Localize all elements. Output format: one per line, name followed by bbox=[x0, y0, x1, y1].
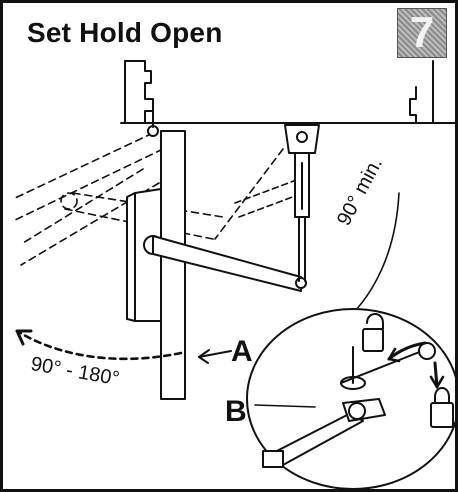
label-a: A bbox=[231, 335, 253, 368]
closer-ghost bbox=[234, 178, 304, 218]
hold-open-diagram bbox=[12, 60, 455, 489]
label-b: B bbox=[225, 395, 247, 428]
step-number-badge: 7 bbox=[397, 8, 447, 58]
padlock-icon-unlocked bbox=[362, 313, 384, 352]
padlock-icon-locked bbox=[430, 387, 454, 428]
frame-left-jamb bbox=[124, 60, 154, 124]
arrow-a bbox=[198, 350, 232, 358]
curved-arrow-icon bbox=[387, 341, 427, 361]
page-title: Set Hold Open bbox=[27, 17, 223, 48]
main-arm bbox=[152, 235, 302, 292]
swing-range-arrow bbox=[15, 329, 183, 361]
door-leaf bbox=[160, 130, 186, 400]
inset-mechanism bbox=[262, 342, 436, 468]
frame-right-jamb bbox=[409, 86, 417, 124]
